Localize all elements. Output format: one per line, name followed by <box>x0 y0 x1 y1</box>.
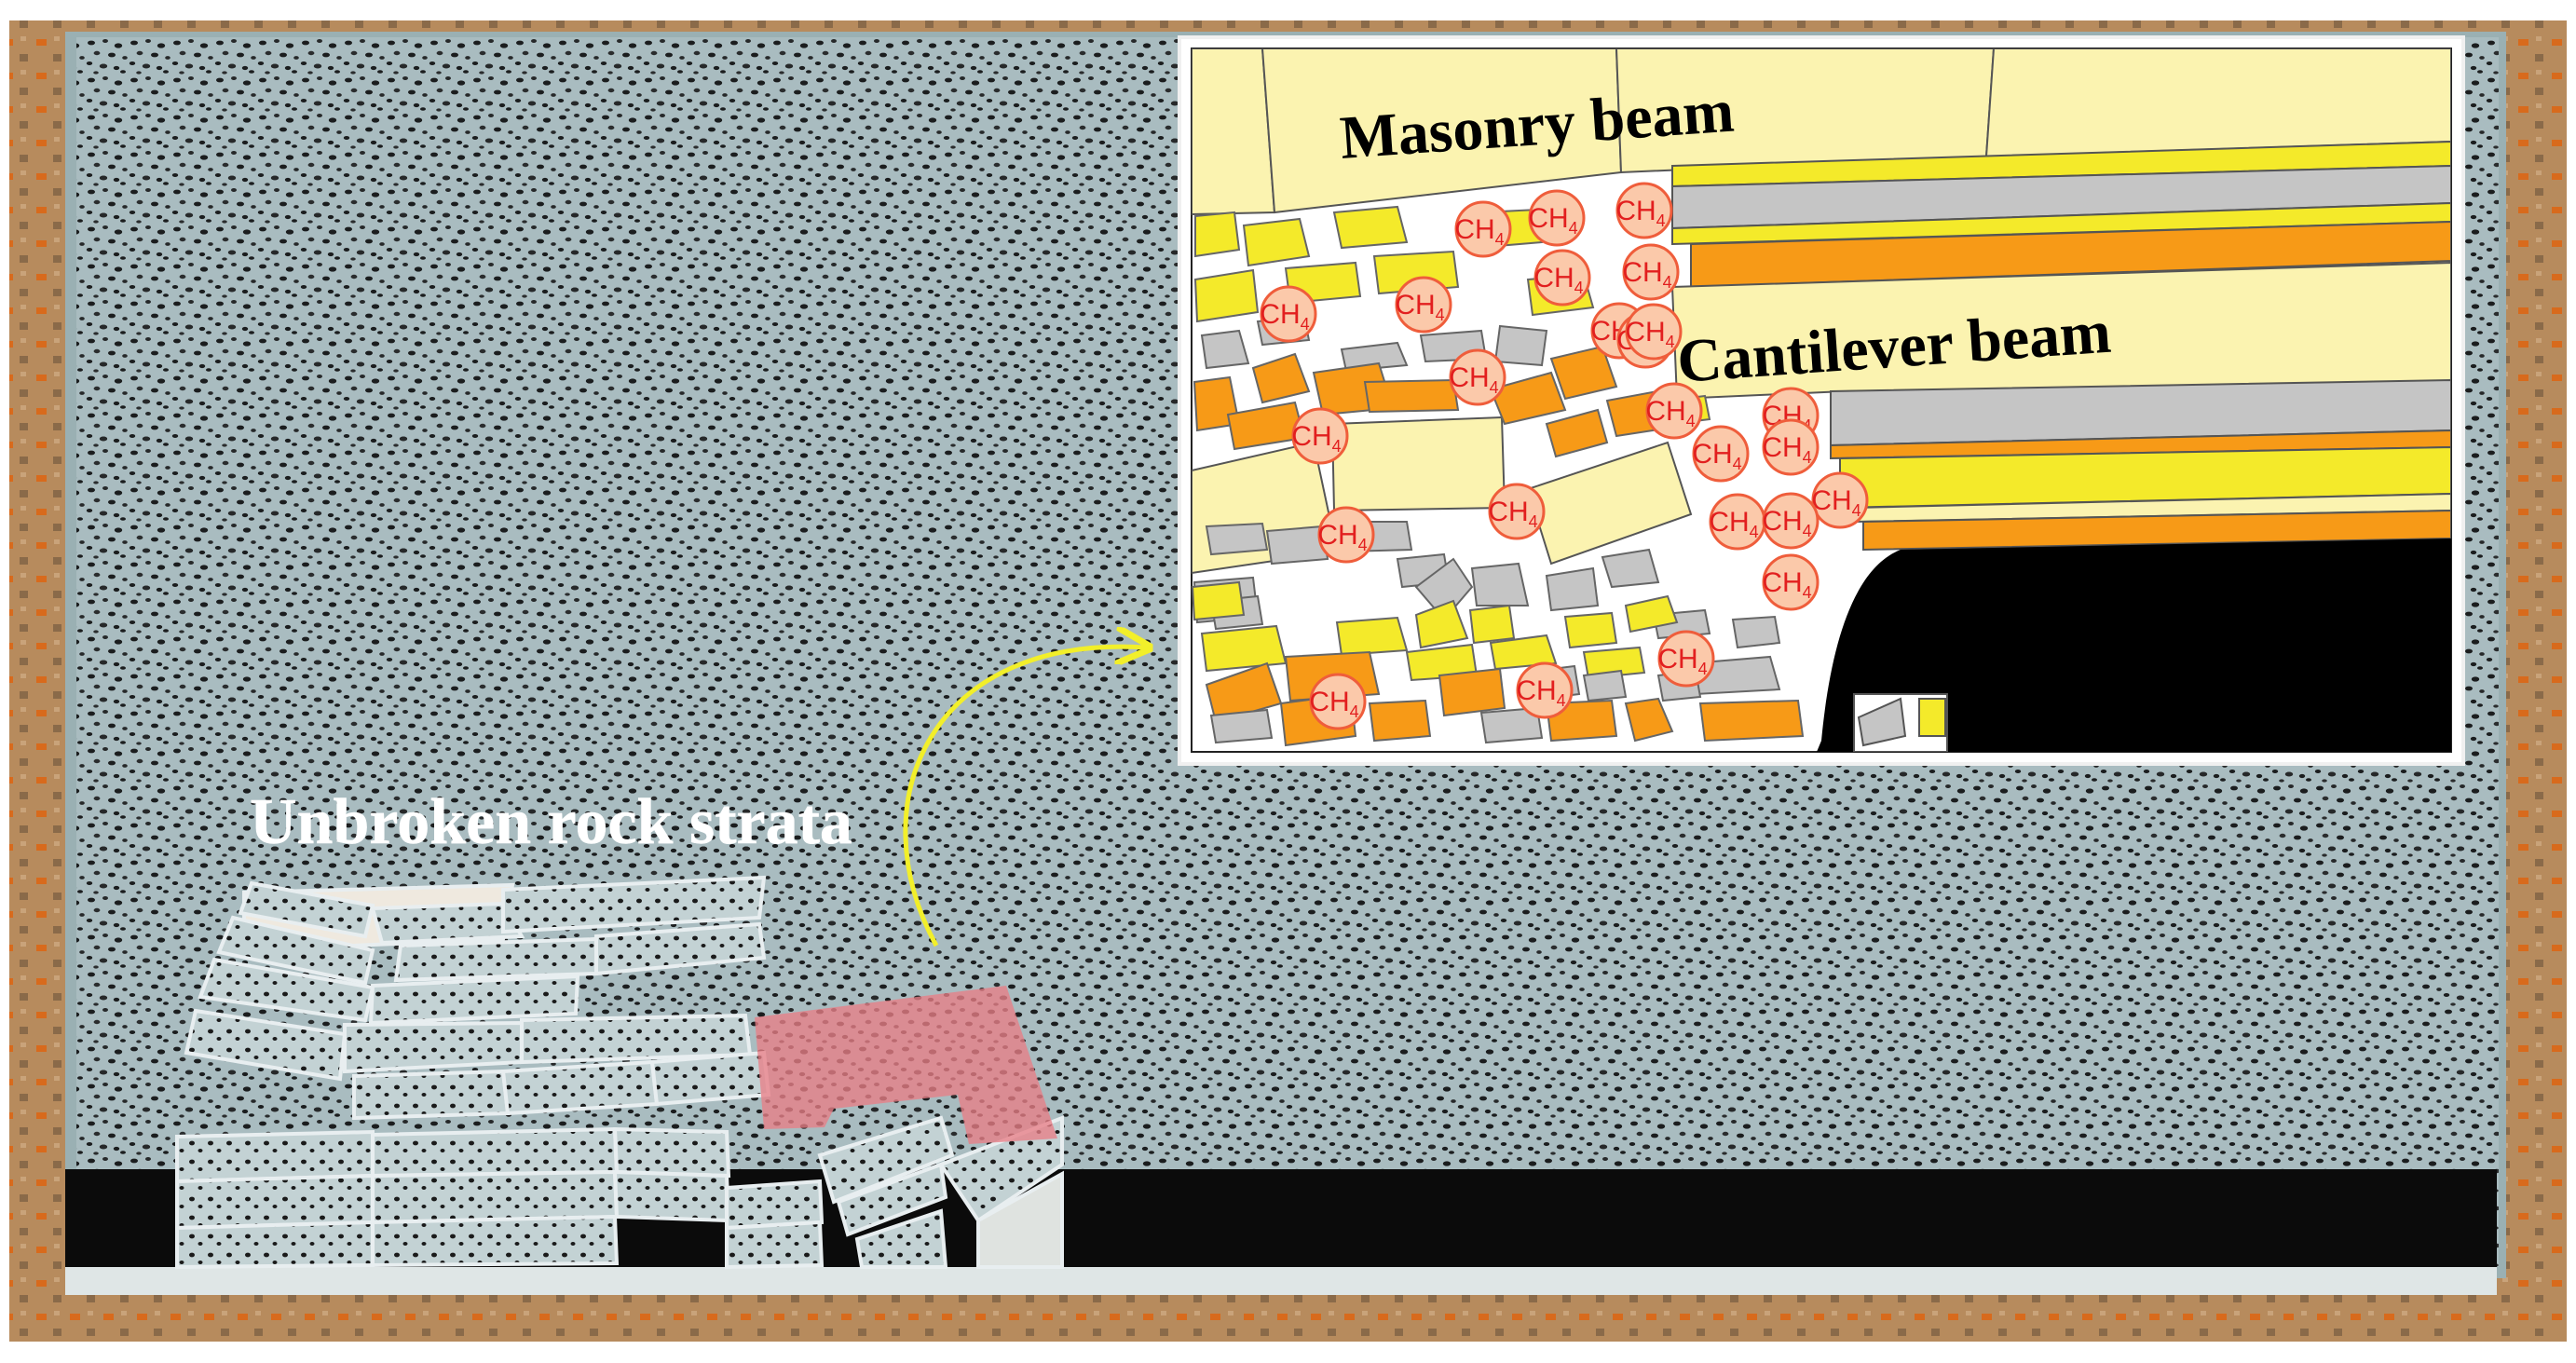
ch4-marker: CH4 <box>1533 249 1591 307</box>
ch4-marker: CH4 <box>1516 661 1574 719</box>
svg-text:CH4: CH4 <box>1533 263 1583 297</box>
caved-rubble-large <box>1192 416 1693 575</box>
ch4-marker: CH4 <box>1488 483 1546 540</box>
svg-text:CH4: CH4 <box>1454 214 1504 249</box>
ch4-marker: CH4 <box>1317 506 1375 564</box>
svg-text:CH4: CH4 <box>1528 203 1577 238</box>
ch4-marker: CH4 <box>1625 303 1683 361</box>
svg-text:CH4: CH4 <box>1762 506 1811 540</box>
svg-text:CH4: CH4 <box>1488 497 1537 531</box>
svg-text:CH4: CH4 <box>1762 432 1811 467</box>
collapsed-rock-blocks <box>175 875 1064 1270</box>
masonry-beam-blocks <box>1192 48 2451 216</box>
svg-text:CH4: CH4 <box>1657 644 1707 678</box>
svg-text:CH4: CH4 <box>1516 675 1565 710</box>
svg-text:CH4: CH4 <box>1309 687 1358 721</box>
svg-text:CH4: CH4 <box>1260 299 1309 334</box>
ch4-marker: CH4 <box>1291 407 1349 465</box>
callout-arrow <box>903 647 1146 947</box>
unbroken-rock-strata-label: Unbroken rock strata <box>250 786 852 858</box>
ch4-marker: CH4 <box>1454 200 1512 258</box>
ch4-marker: CH4 <box>1709 493 1766 551</box>
ch4-marker: CH4 <box>1528 189 1586 247</box>
ch4-marker: CH4 <box>1762 553 1820 611</box>
svg-text:CH4: CH4 <box>1449 362 1498 397</box>
ch4-marker: CH4 <box>1449 348 1506 406</box>
hydraulic-support <box>1853 693 1948 752</box>
svg-text:CH4: CH4 <box>1317 520 1367 554</box>
goaf-void <box>1817 538 2451 752</box>
svg-text:CH4: CH4 <box>1692 439 1741 473</box>
ch4-marker: CH4 <box>1615 182 1673 239</box>
highlighted-hinge-block <box>755 986 1057 1144</box>
svg-text:CH4: CH4 <box>1645 396 1695 430</box>
svg-text:CH4: CH4 <box>1291 421 1341 456</box>
ch4-marker: CH4 <box>1762 418 1820 476</box>
upper-strata-layers <box>1671 140 2451 289</box>
ch4-marker: CH4 <box>1762 492 1820 550</box>
svg-text:CH4: CH4 <box>1395 290 1444 324</box>
svg-text:CH4: CH4 <box>1625 317 1674 351</box>
caved-rubble-small <box>1192 205 1805 747</box>
svg-text:CH4: CH4 <box>1615 196 1665 230</box>
ch4-marker: CH4 <box>1395 276 1452 334</box>
ch4-marker: CH4 <box>1309 673 1367 730</box>
ch4-marker: CH4 <box>1657 630 1715 688</box>
ch4-markers: CH4CH4CH4CH4CH4CH4CH4CH4CH4CH4CH4CH4CH4C… <box>1260 182 1869 730</box>
svg-text:CH4: CH4 <box>1762 567 1811 602</box>
ch4-marker: CH4 <box>1645 382 1703 440</box>
inset-schematic: Masonry beam Cantilever beam CH4CH4CH4CH… <box>1178 35 2465 766</box>
svg-text:CH4: CH4 <box>1709 507 1758 541</box>
ch4-marker: CH4 <box>1260 285 1317 343</box>
ch4-marker: CH4 <box>1811 471 1869 529</box>
ch4-marker: CH4 <box>1692 425 1750 483</box>
cantilever-beam-blocks <box>1670 261 2451 552</box>
svg-text:CH4: CH4 <box>1811 485 1860 520</box>
svg-text:CH4: CH4 <box>1622 257 1671 292</box>
ch4-marker: CH4 <box>1622 243 1680 301</box>
